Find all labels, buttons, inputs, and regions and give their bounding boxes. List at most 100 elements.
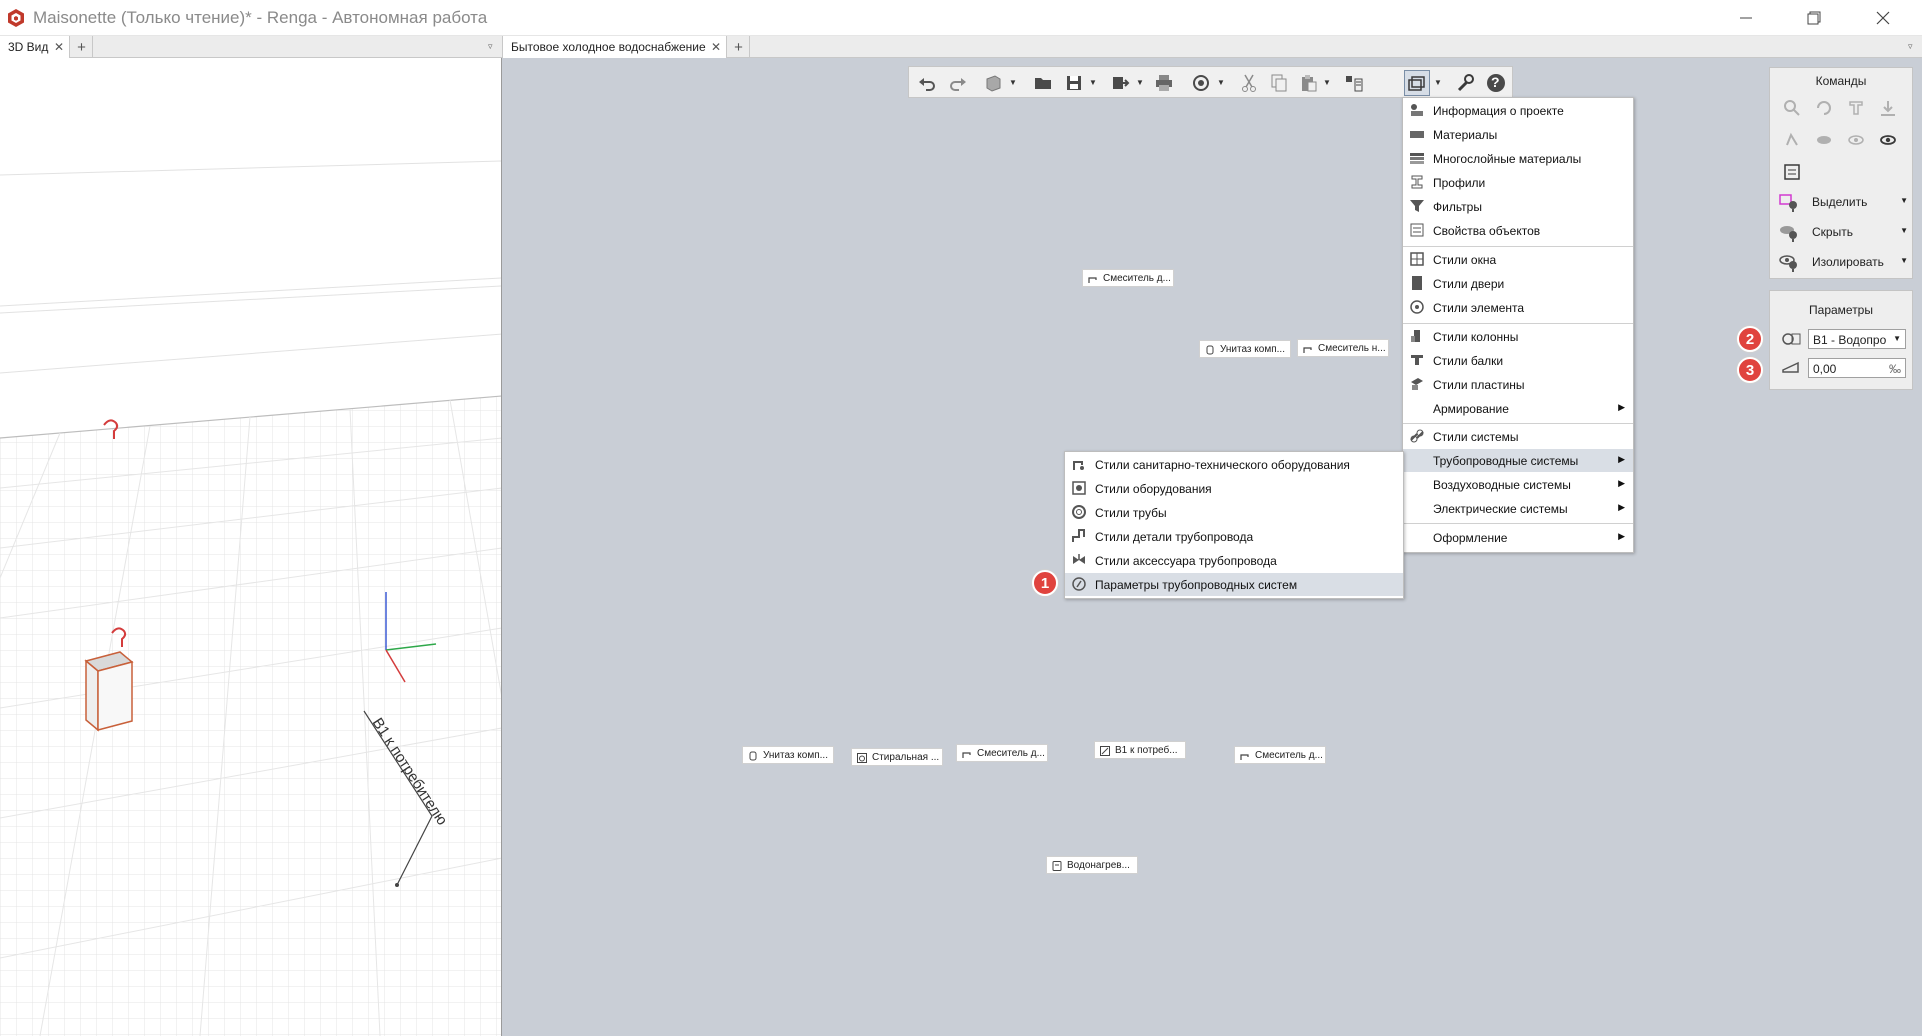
- toilet-icon: [749, 751, 757, 761]
- fixture-label[interactable]: Смеситель д...: [1234, 746, 1326, 764]
- submenu-item-pipe-accessory-styles[interactable]: Стили аксессуара трубопровода: [1065, 549, 1403, 572]
- menu-item-design[interactable]: Оформление ▶: [1433, 531, 1625, 545]
- isolate-icon: [1779, 255, 1797, 272]
- menu-item-object-properties[interactable]: Свойства объектов: [1403, 219, 1633, 242]
- export-dropdown[interactable]: ▼: [1136, 78, 1144, 87]
- submenu-item-equipment-styles[interactable]: Стили оборудования: [1065, 477, 1403, 500]
- fixture-label[interactable]: Смеситель д...: [1082, 269, 1174, 287]
- close-icon: [1876, 11, 1890, 25]
- menu-item-project-info[interactable]: Информация о проекте: [1403, 99, 1633, 122]
- undo-icon: [919, 78, 935, 91]
- section-icon[interactable]: [1878, 98, 1898, 118]
- orbit-icon[interactable]: [1814, 98, 1834, 118]
- fixture-label[interactable]: B1 к потреб...: [1094, 741, 1186, 759]
- styles-dropdown[interactable]: ▼: [1434, 78, 1442, 87]
- menu-item-layered-materials[interactable]: Многослойные материалы: [1403, 147, 1633, 170]
- pipe-system-params-icon: [1072, 577, 1086, 591]
- eye-icon[interactable]: [1878, 130, 1898, 150]
- copy-icon: [1271, 74, 1287, 92]
- hide-command[interactable]: Скрыть ▼: [1778, 220, 1908, 244]
- callout-badge-1: 1: [1032, 570, 1058, 596]
- submenu-item-sanitary-styles[interactable]: Стили санитарно-технического оборудовани…: [1065, 453, 1403, 476]
- fixture-label[interactable]: Стиральная ...: [851, 748, 943, 766]
- slope-input[interactable]: 0,00 ‰: [1808, 358, 1906, 378]
- help-label: ?: [1491, 74, 1500, 90]
- show-icon[interactable]: [1846, 130, 1866, 150]
- save-button[interactable]: [1062, 71, 1086, 95]
- menu-item-beam-styles[interactable]: Стили балки: [1403, 349, 1633, 372]
- menu-item-profiles[interactable]: Профили: [1403, 171, 1633, 194]
- fixture-label[interactable]: Водонагрев...: [1046, 856, 1138, 874]
- styles-button[interactable]: [1404, 70, 1430, 96]
- pipe-styles-icon: [1072, 505, 1086, 519]
- walk-icon[interactable]: [1782, 130, 1802, 150]
- measure-icon[interactable]: [1846, 98, 1866, 118]
- zoom-icon[interactable]: [1782, 98, 1802, 118]
- properties-icon: [1346, 76, 1363, 92]
- 3d-view-dropdown[interactable]: ▼: [1009, 78, 1017, 87]
- submenu-item-pipe-fitting-styles[interactable]: Стили детали трубопровода: [1065, 525, 1403, 548]
- close-tab-icon[interactable]: ✕: [710, 40, 721, 54]
- water-heater-3d-object[interactable]: [84, 651, 134, 732]
- tab-list-dropdown[interactable]: ▿: [1908, 41, 1913, 51]
- copy-button[interactable]: [1267, 71, 1291, 95]
- settings-button[interactable]: [1453, 71, 1477, 95]
- menu-item-electrical-systems[interactable]: Электрические системы ▶: [1433, 502, 1625, 516]
- menu-item-element-styles[interactable]: Стили элемента: [1403, 296, 1633, 319]
- properties-button[interactable]: [1342, 71, 1366, 95]
- menu-item-window-styles[interactable]: Стили окна: [1403, 248, 1633, 271]
- commands-panel-title: Команды: [1815, 74, 1867, 88]
- menu-item-reinforcement[interactable]: Армирование ▶: [1433, 402, 1625, 416]
- paste-dropdown[interactable]: ▼: [1323, 78, 1331, 87]
- menu-item-duct-systems[interactable]: Воздуховодные системы ▶: [1433, 478, 1625, 492]
- submenu-item-pipe-styles[interactable]: Стили трубы: [1065, 501, 1403, 524]
- minimize-icon: [1740, 17, 1752, 19]
- fixture-label[interactable]: Унитаз комп...: [742, 746, 834, 764]
- menu-item-filters[interactable]: Фильтры: [1403, 195, 1633, 218]
- sync-button[interactable]: [1189, 71, 1213, 95]
- system-styles-icon: [1410, 429, 1424, 443]
- print-button[interactable]: [1152, 71, 1176, 95]
- menu-item-system-styles[interactable]: Стили системы: [1403, 425, 1633, 448]
- menu-item-column-styles[interactable]: Стили колонны: [1403, 325, 1633, 348]
- menu-item-door-styles[interactable]: Стили двери: [1403, 272, 1633, 295]
- restore-button[interactable]: [1784, 0, 1844, 36]
- fixture-label[interactable]: Смеситель д...: [956, 744, 1048, 762]
- menu-item-pipe-systems[interactable]: Трубопроводные системы ▶: [1403, 449, 1633, 472]
- isolate-command[interactable]: Изолировать ▼: [1778, 250, 1908, 274]
- export-button[interactable]: [1108, 71, 1132, 95]
- 3d-view-button[interactable]: [981, 71, 1005, 95]
- cut-button[interactable]: [1237, 71, 1261, 95]
- help-button[interactable]: ?: [1484, 71, 1508, 95]
- view-3d-canvas[interactable]: B1 к потребителю: [0, 58, 502, 1036]
- slope-value: 0,00: [1813, 362, 1837, 376]
- undo-button[interactable]: [915, 71, 939, 95]
- open-button[interactable]: [1031, 71, 1055, 95]
- close-button[interactable]: [1853, 0, 1913, 36]
- add-tab-button[interactable]: +: [71, 36, 93, 58]
- hook-marker: [111, 627, 127, 647]
- fixture-label[interactable]: Унитаз комп...: [1199, 340, 1291, 358]
- minimize-button[interactable]: [1716, 0, 1776, 36]
- pipe-system-select[interactable]: B1 - Водопро ▼: [1808, 329, 1906, 349]
- menu-separator: [1403, 246, 1633, 247]
- tab-list-dropdown[interactable]: ▿: [488, 41, 493, 51]
- fixture-label[interactable]: Смеситель н...: [1297, 339, 1389, 357]
- open-icon: [1035, 78, 1051, 89]
- save-dropdown[interactable]: ▼: [1089, 78, 1097, 87]
- redo-button[interactable]: [946, 71, 970, 95]
- view-3d[interactable]: B1 к потребителю: [0, 58, 502, 1036]
- sync-dropdown[interactable]: ▼: [1217, 78, 1225, 87]
- tab-3d-view[interactable]: 3D Вид ✕: [0, 36, 70, 58]
- menu-item-materials[interactable]: Материалы: [1403, 123, 1633, 146]
- list-icon[interactable]: [1782, 162, 1802, 182]
- faucet-icon: [1303, 347, 1312, 353]
- add-tab-button[interactable]: +: [728, 36, 750, 58]
- close-tab-icon[interactable]: ✕: [53, 40, 64, 54]
- select-command[interactable]: Выделить ▼: [1778, 190, 1908, 214]
- paste-button[interactable]: [1297, 71, 1321, 95]
- menu-item-plate-styles[interactable]: Стили пластины: [1403, 373, 1633, 396]
- submenu-item-pipe-system-params[interactable]: Параметры трубопроводных систем: [1065, 573, 1403, 596]
- tab-cold-water[interactable]: Бытовое холодное водоснабжение ✕: [502, 36, 727, 58]
- hidden-objects-icon[interactable]: [1814, 130, 1834, 150]
